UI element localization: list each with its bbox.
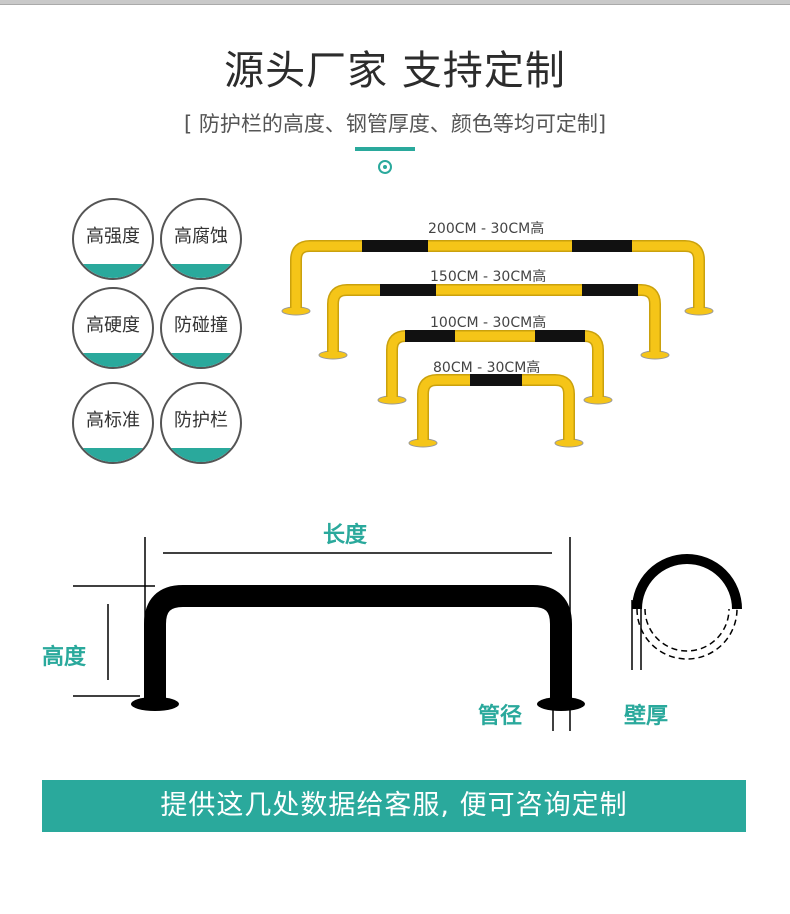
- feature-badge-corrosion: 高腐蚀: [160, 198, 242, 280]
- rail-label-200cm: 200CM - 30CM高: [428, 221, 545, 237]
- accent-dot-icon: [378, 160, 392, 174]
- feature-label: 高标准: [86, 410, 140, 431]
- rail-label-100cm: 100CM - 30CM高: [430, 315, 547, 331]
- rail-200cm-icon: [281, 240, 714, 316]
- pipe-section-outer: [632, 554, 742, 610]
- length-label: 长度: [323, 523, 368, 548]
- feature-label: 防碰撞: [174, 315, 228, 336]
- rail-label-80cm: 80CM - 30CM高: [433, 360, 541, 376]
- feature-band: [74, 353, 152, 367]
- feature-band: [162, 264, 240, 278]
- top-divider: [0, 0, 790, 5]
- u-bar-foot-right: [537, 697, 585, 711]
- feature-label: 高强度: [86, 226, 140, 247]
- feature-badge-anti-collision: 防碰撞: [160, 287, 242, 369]
- feature-badge-high-strength: 高强度: [72, 198, 154, 280]
- page-title: 源头厂家 支持定制: [224, 48, 566, 94]
- rail-100cm-icon: [377, 330, 613, 405]
- pipe-section-outer-dashed: [636, 608, 738, 660]
- feature-badge-guardrail: 防护栏: [160, 382, 242, 464]
- rail-label-150cm: 150CM - 30CM高: [430, 269, 547, 285]
- page-subtitle: [ 防护栏的高度、钢管厚度、颜色等均可定制]: [183, 112, 607, 136]
- wall-thickness-label: 壁厚: [624, 704, 669, 729]
- feature-label: 防护栏: [174, 410, 228, 431]
- pipe-section-inner-dashed: [644, 608, 730, 652]
- feature-label: 高硬度: [86, 315, 140, 336]
- feature-band: [162, 353, 240, 367]
- rail-80cm-icon: [408, 374, 584, 448]
- rail-illustrations: [281, 240, 714, 448]
- rail-150cm-icon: [318, 284, 670, 360]
- feature-band: [74, 264, 152, 278]
- feature-band: [162, 448, 240, 462]
- pipe-diameter-label: 管径: [478, 704, 523, 729]
- feature-badge-high-standard: 高标准: [72, 382, 154, 464]
- u-bar-foot-left: [131, 697, 179, 711]
- feature-badge-hardness: 高硬度: [72, 287, 154, 369]
- dimension-diagram: [73, 537, 742, 731]
- height-label: 高度: [42, 645, 87, 670]
- u-bar-shape: [144, 585, 572, 700]
- feature-band: [74, 448, 152, 462]
- contact-banner: 提供这几处数据给客服, 便可咨询定制: [42, 780, 746, 832]
- accent-bar: [355, 147, 415, 151]
- feature-label: 高腐蚀: [174, 226, 228, 247]
